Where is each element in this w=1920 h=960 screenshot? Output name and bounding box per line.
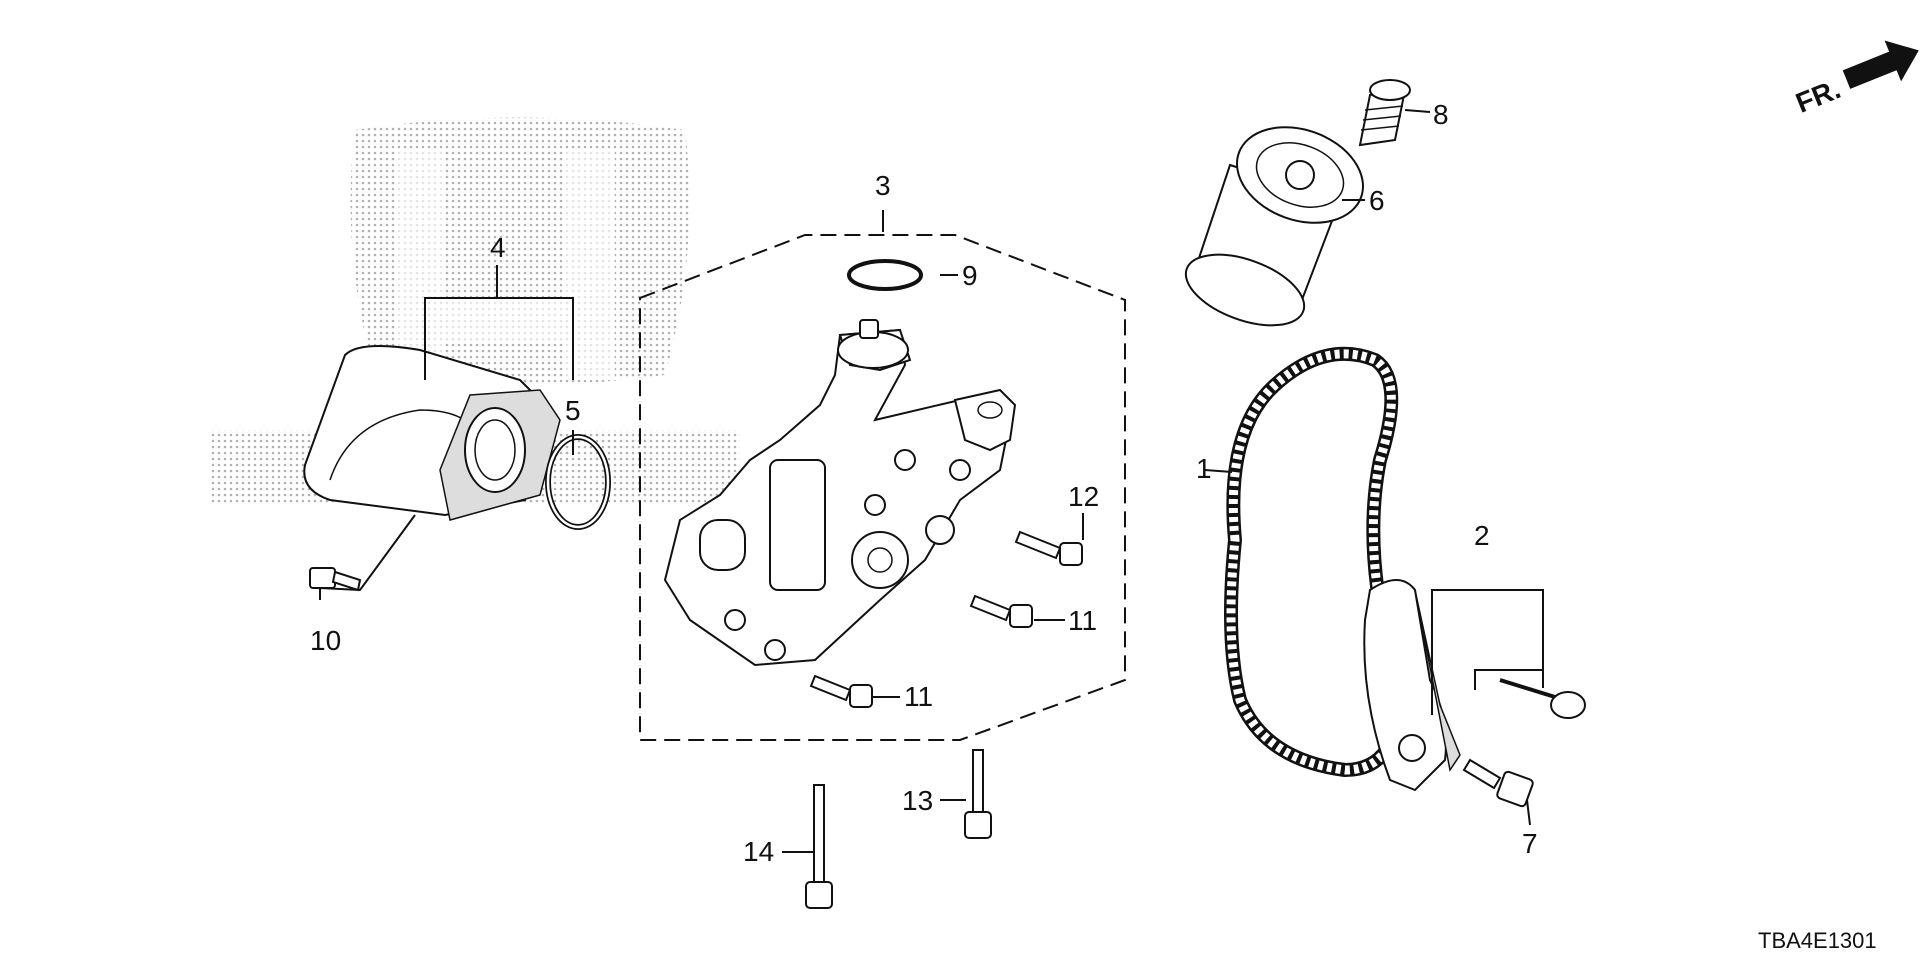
bolt-11-upper [969,594,1033,628]
callout-2: 2 [1474,520,1490,551]
oil-pump [663,319,1017,667]
bolt-14 [805,784,833,909]
callout-1: 1 [1196,453,1212,484]
front-indicator-label: FR. [1791,73,1844,119]
front-direction-indicator: FR. [1791,40,1919,119]
callout-7: 7 [1522,828,1538,859]
tensioner-pin [1499,678,1586,719]
callouts: 1 2 3 4 5 6 7 8 9 10 11 11 12 13 14 [310,99,1538,867]
filter-threaded-plug [1358,79,1411,147]
bolt-10 [309,567,362,592]
callout-9: 9 [962,260,978,291]
bolt-13 [964,749,992,839]
bolt-12 [1014,530,1083,566]
assembly-outline [639,234,1126,741]
callout-10: 10 [310,625,341,656]
bolt-11-lower [809,674,873,708]
callout-11-lower: 11 [904,681,933,712]
callout-6: 6 [1369,185,1385,216]
callout-3: 3 [875,170,891,201]
callout-12: 12 [1068,481,1099,512]
callout-5: 5 [565,395,581,426]
pump-o-ring [847,259,923,291]
front-arrow-icon [1842,40,1919,89]
callout-11-upper: 11 [1068,605,1097,636]
callout-14: 14 [743,836,774,867]
drawing-code: TBA4E1301 [1758,928,1877,953]
strainer-o-ring [545,434,611,530]
oil-filter [1184,126,1364,327]
leader-lines [319,109,1544,853]
brand-watermark [210,117,740,505]
callout-13: 13 [902,785,933,816]
callout-4: 4 [490,232,506,263]
oil-strainer [303,345,561,521]
callout-8: 8 [1433,99,1449,130]
tensioner-bolt [1462,758,1534,808]
timing-chain [1224,346,1408,778]
